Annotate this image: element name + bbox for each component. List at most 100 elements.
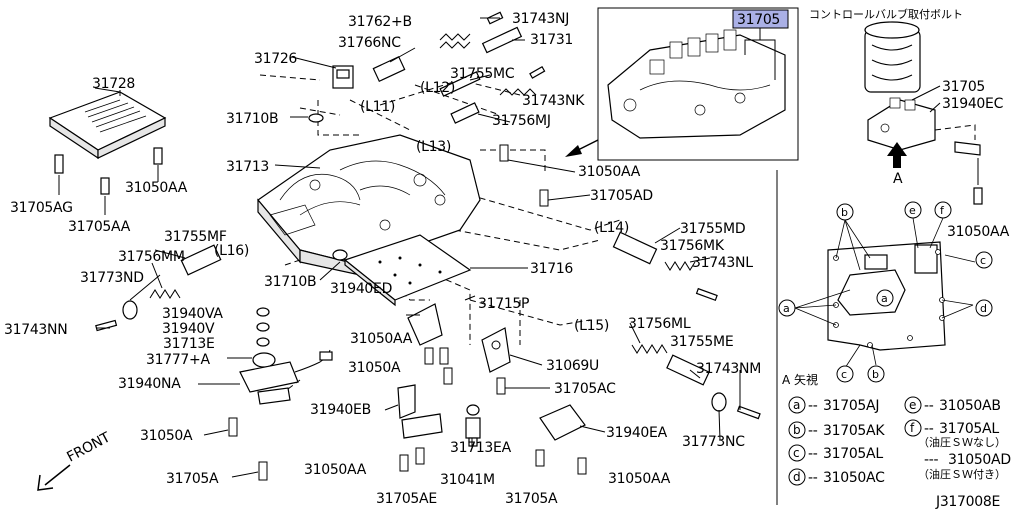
part-label: (L12) xyxy=(420,80,455,96)
inset-box xyxy=(597,7,799,161)
part-label: 31756ML xyxy=(628,316,691,332)
inset-highlight-label: 31705 xyxy=(737,12,780,28)
legend-item: a -- 31705AJ xyxy=(788,396,879,414)
svg-text:f: f xyxy=(940,204,945,217)
part-label: 31705A xyxy=(166,471,219,487)
part-label: 31705AE xyxy=(376,491,437,507)
part-label: 31050AA xyxy=(350,331,413,347)
part-label: 31050AA xyxy=(304,462,367,478)
svg-text:--: -- xyxy=(808,446,818,462)
part-label: 31940NA xyxy=(118,376,181,392)
svg-text:d: d xyxy=(980,302,987,315)
svg-text:31705AL: 31705AL xyxy=(939,421,999,437)
part-label: (L14) xyxy=(594,220,629,236)
svg-text:e: e xyxy=(909,204,916,217)
part-label: 31705AG xyxy=(10,200,73,216)
legend-sub-part: 31050AD xyxy=(948,452,1011,468)
callout: d xyxy=(975,299,993,317)
part-label: 31756MJ xyxy=(492,113,551,129)
part-label: 31705AD xyxy=(590,188,653,204)
svg-text:b: b xyxy=(872,368,879,381)
callout: f xyxy=(934,201,952,219)
bolt-detail xyxy=(864,21,983,205)
diagram-id: J317008E xyxy=(935,494,1000,510)
part-label: 31743NL xyxy=(692,255,753,271)
part-label: 31705AA xyxy=(68,219,131,235)
svg-text:31705AK: 31705AK xyxy=(823,423,885,439)
right-panel-title: コントロールバルブ取付ボルト xyxy=(809,7,963,21)
part-label: 31756MK xyxy=(660,238,725,254)
svg-text:a: a xyxy=(793,398,800,412)
part-label: 31755MC xyxy=(450,66,515,82)
svg-text:b: b xyxy=(841,206,848,219)
front-label: FRONT xyxy=(64,429,113,465)
svg-text:--: -- xyxy=(808,398,818,414)
part-label: 31766NC xyxy=(338,35,401,51)
legend-item: e -- 31050AB xyxy=(904,396,1001,414)
part-label: 31940EC xyxy=(942,96,1004,112)
part-label: 31713E xyxy=(163,336,215,352)
svg-text:e: e xyxy=(909,398,916,412)
part-label: 31716 xyxy=(530,261,573,277)
legend-note: （油圧ＳＷなし） xyxy=(918,435,1006,449)
part-label: (L15) xyxy=(574,318,609,334)
part-label: 31050AA xyxy=(608,471,671,487)
part-label: 31755ME xyxy=(670,334,733,350)
part-label: 31755MD xyxy=(680,221,745,237)
view-title: A 矢視 xyxy=(782,372,818,387)
svg-text:31050AC: 31050AC xyxy=(823,470,885,486)
svg-text:31050AB: 31050AB xyxy=(939,398,1001,414)
svg-text:a: a xyxy=(881,292,888,305)
svg-text:f: f xyxy=(910,421,915,435)
part-label: 31940EB xyxy=(310,402,371,418)
part-label: 31715P xyxy=(478,296,529,312)
front-arrow-icon xyxy=(37,464,71,491)
part-label: 31705AC xyxy=(554,381,616,397)
legend-item: c -- 31705AL xyxy=(788,444,884,462)
lower-components xyxy=(228,144,587,481)
part-label: 31940VA xyxy=(162,306,223,322)
part-label: 31731 xyxy=(530,32,573,48)
part-label: 31743NN xyxy=(4,322,67,338)
part-label: 31050A xyxy=(348,360,401,376)
part-label: 31743NJ xyxy=(512,11,569,27)
legend-item: b -- 31705AK xyxy=(788,421,886,439)
svg-text:c: c xyxy=(841,368,847,381)
svg-text:b: b xyxy=(793,423,801,437)
legend-note: （油圧ＳＷ付き） xyxy=(918,467,1006,481)
callout: c xyxy=(975,251,993,269)
svg-text:31705AL: 31705AL xyxy=(823,446,883,462)
part-label: 31050AA xyxy=(125,180,188,196)
part-label: 31041M xyxy=(440,472,495,488)
part-label: 31050AA xyxy=(578,164,641,180)
part-label: (L11) xyxy=(360,99,395,115)
svg-text:--: -- xyxy=(924,421,934,437)
svg-text:31705AJ: 31705AJ xyxy=(823,398,879,414)
part-label: 31050A xyxy=(140,428,193,444)
part-label: 31726 xyxy=(254,51,297,67)
part-label: 31773NC xyxy=(682,434,745,450)
part-label: (L16) xyxy=(214,243,249,259)
legend: a -- 31705AJ b -- 31705AK c -- 31705AL d… xyxy=(788,396,1011,486)
part-label: 31713 xyxy=(226,159,269,175)
part-label: 31710B xyxy=(226,111,278,127)
leader-lines xyxy=(94,17,741,478)
part-label: 31743NM xyxy=(696,361,761,377)
legend-item: d -- 31050AC xyxy=(788,468,885,486)
part-label: 31710B xyxy=(264,274,316,290)
plate-31716 xyxy=(343,234,472,307)
callout: b xyxy=(836,203,854,221)
part-labels: 31728 31705AG 31705AA 31050AA 31726 3171… xyxy=(4,7,1010,510)
part-label: 31756MM xyxy=(118,249,185,265)
part-label: 31050AA xyxy=(947,224,1010,240)
part-label: 31743NK xyxy=(522,93,585,109)
callout: a xyxy=(876,289,894,307)
callout: c xyxy=(836,365,854,383)
legend-item: f -- 31705AL xyxy=(904,419,1000,437)
part-label: 31069U xyxy=(546,358,599,374)
part-label: 31705 xyxy=(942,79,985,95)
svg-text:a: a xyxy=(783,302,790,315)
part-label: 31755MF xyxy=(164,229,227,245)
part-label: 31940ED xyxy=(330,281,392,297)
